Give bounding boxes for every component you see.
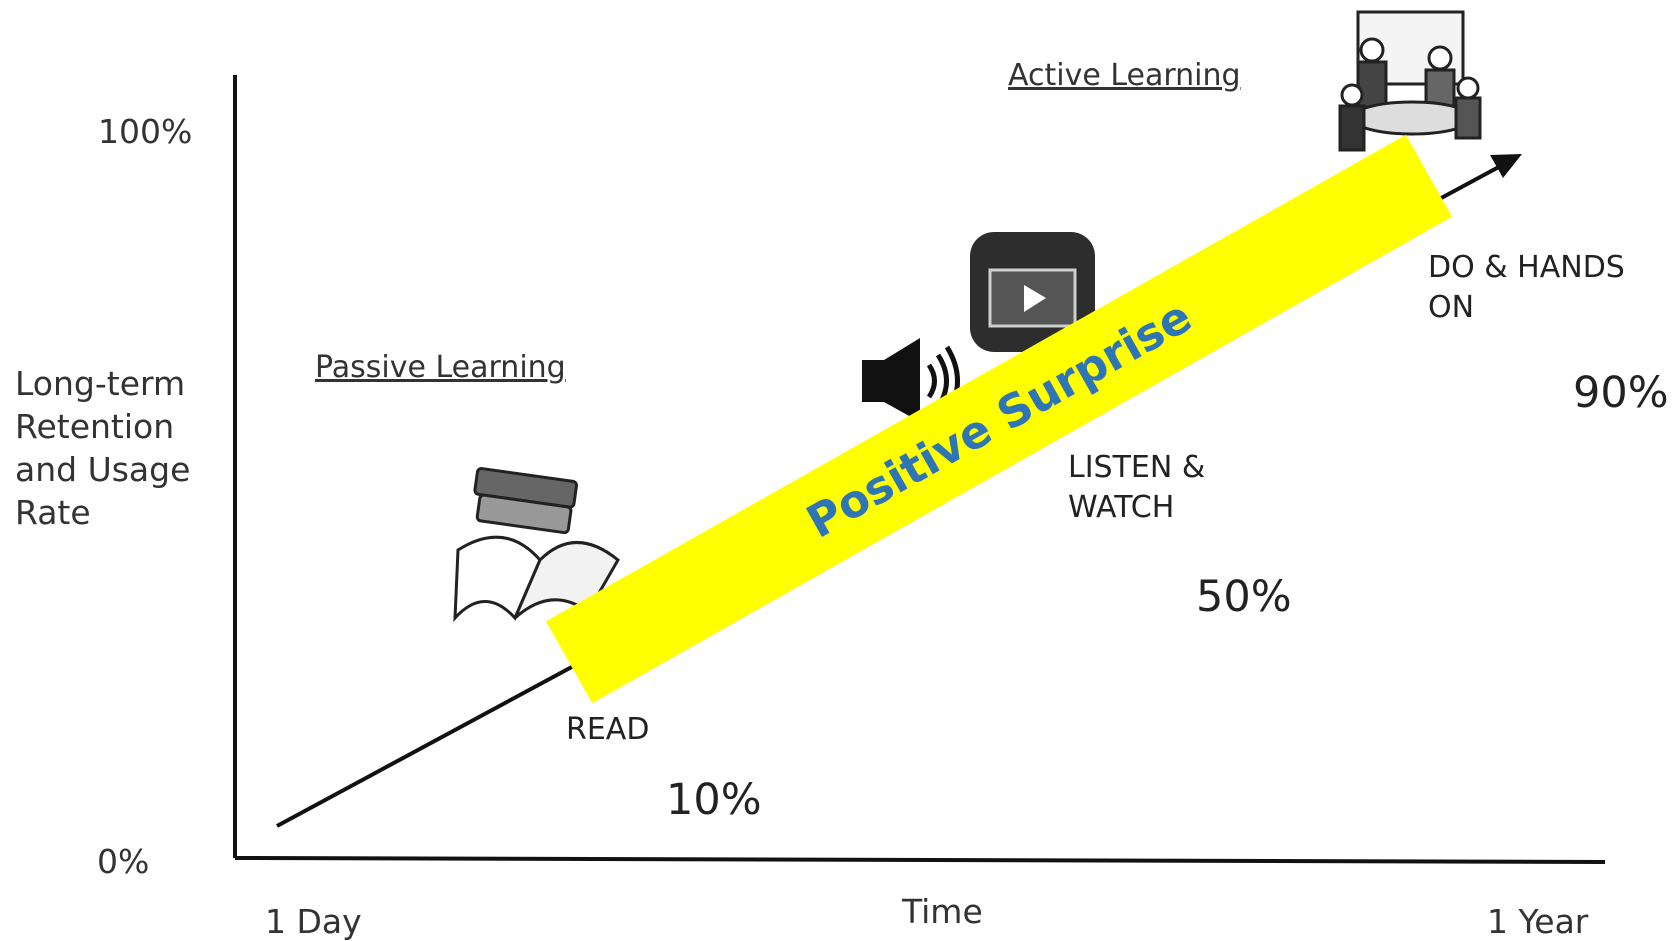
x-axis-end-tick: 1 Year bbox=[1487, 902, 1589, 941]
positive-surprise-banner: Positive Surprise bbox=[545, 134, 1453, 704]
x-axis-label: Time bbox=[902, 892, 983, 931]
people-group-icon bbox=[1338, 10, 1482, 152]
stage-listen-watch-label: LISTEN & WATCH bbox=[1068, 450, 1206, 525]
y-axis-label: Long-term Retention and Usage Rate bbox=[15, 364, 191, 532]
stage-read-label: READ bbox=[566, 712, 650, 747]
x-axis-start-tick: 1 Day bbox=[265, 902, 362, 941]
stage-listen-watch-percent: 50% bbox=[1196, 572, 1292, 622]
book-icon bbox=[453, 467, 620, 623]
stage-do-hands-on-percent: 90% bbox=[1573, 368, 1669, 418]
stage-read-percent: 10% bbox=[666, 775, 762, 825]
active-learning-heading: Active Learning bbox=[1008, 58, 1241, 93]
x-axis bbox=[234, 856, 1606, 864]
tv-icon bbox=[970, 232, 1095, 352]
y-axis-top-tick: 100% bbox=[98, 112, 193, 151]
stage-do-hands-on-label: DO & HANDS ON bbox=[1428, 250, 1625, 325]
passive-learning-heading: Passive Learning bbox=[315, 350, 566, 385]
trend-arrow-head bbox=[1490, 154, 1522, 178]
y-axis-bottom-tick: 0% bbox=[97, 842, 150, 881]
